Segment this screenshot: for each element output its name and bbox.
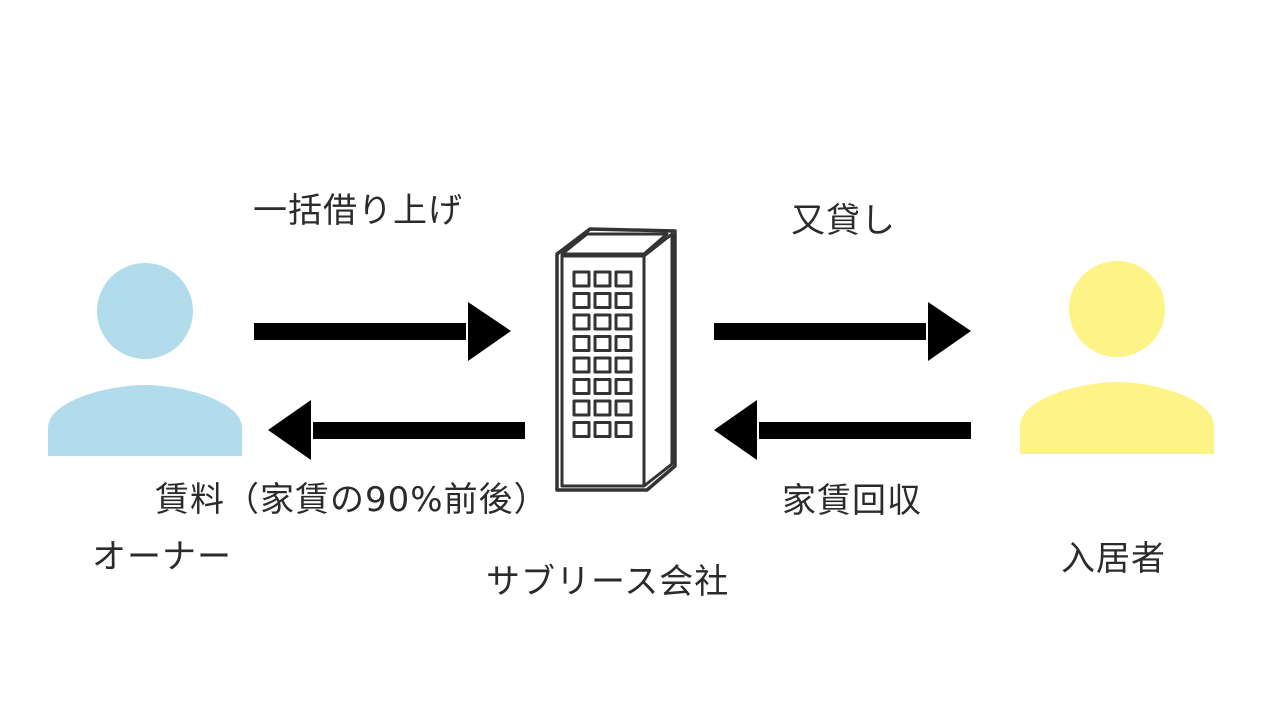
- building-window: [572, 378, 591, 395]
- owner-body: [48, 385, 242, 456]
- building-window: [593, 335, 612, 352]
- building-icon: [555, 227, 677, 492]
- flow-label-rent-collection: 家賃回収: [782, 481, 922, 521]
- actor-label-tenant: 入居者: [1061, 539, 1166, 579]
- tenant-body: [1020, 382, 1214, 454]
- building-window: [614, 270, 633, 288]
- flow-label-bulk-lease: 一括借り上げ: [253, 191, 463, 231]
- actor-label-sublease-company: サブリース会社: [486, 562, 730, 602]
- building-window: [572, 421, 591, 438]
- building-window: [614, 421, 633, 438]
- owner-person-icon: [48, 263, 242, 456]
- building-window: [572, 399, 591, 417]
- owner-head: [97, 263, 193, 359]
- building-window: [593, 421, 612, 438]
- arrow-tenant-to-company: [714, 400, 971, 460]
- building-window: [593, 292, 612, 309]
- actor-label-owner: オーナー: [92, 537, 232, 577]
- building-window: [593, 378, 612, 395]
- building-window: [614, 313, 633, 331]
- building-window: [593, 399, 612, 417]
- building-window: [614, 399, 633, 417]
- flow-label-rent-to-owner: 賃料（家賃の90%前後）: [155, 480, 549, 520]
- building-window: [572, 270, 591, 288]
- building-window: [614, 292, 633, 309]
- arrow-owner-to-company: [254, 302, 511, 361]
- building-window: [572, 313, 591, 331]
- flow-label-sublet: 又貸し: [791, 201, 896, 241]
- building-windows: [572, 270, 633, 438]
- building-window: [614, 356, 633, 374]
- building-window: [593, 356, 612, 374]
- building-window: [593, 313, 612, 331]
- building-window: [614, 335, 633, 352]
- building-window: [572, 292, 591, 309]
- arrow-company-to-tenant: [714, 302, 971, 361]
- tenant-head: [1069, 261, 1165, 357]
- building-window: [572, 356, 591, 374]
- arrow-company-to-owner: [268, 400, 525, 460]
- building-window: [593, 270, 612, 288]
- building-window: [614, 378, 633, 395]
- tenant-person-icon: [1020, 261, 1214, 454]
- building-window: [572, 335, 591, 352]
